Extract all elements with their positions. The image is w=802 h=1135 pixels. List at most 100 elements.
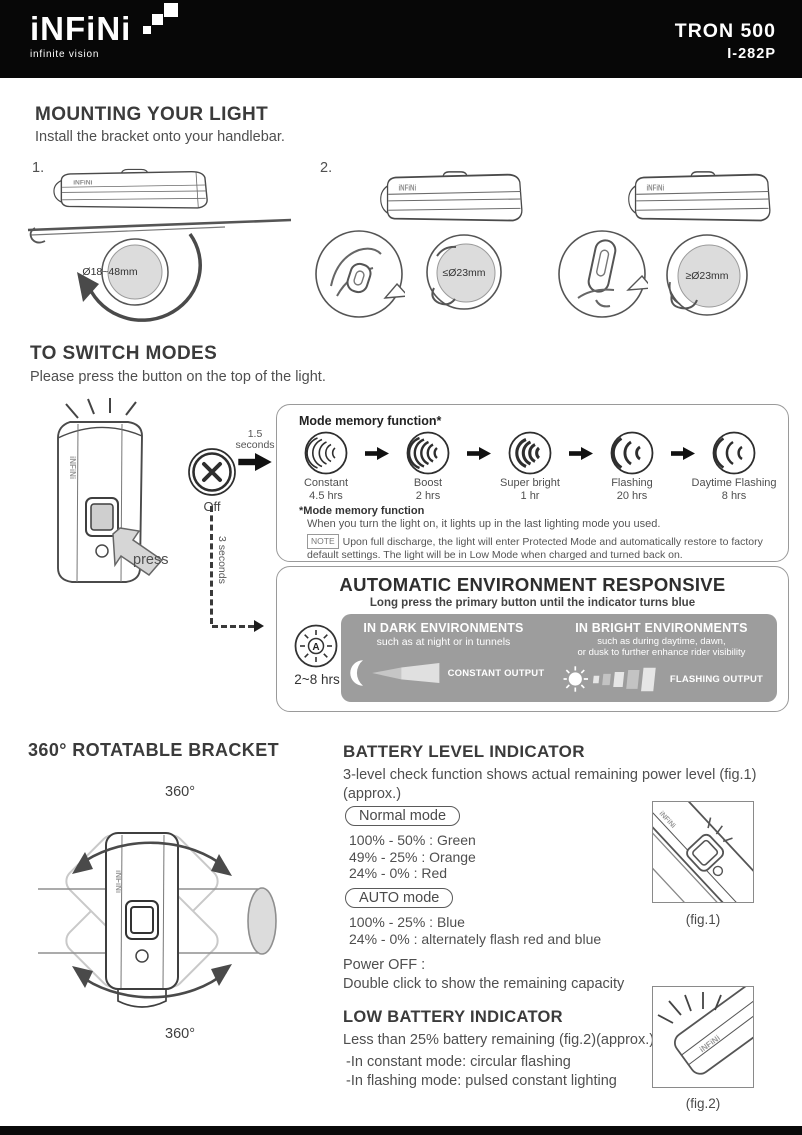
mode-icon-constant [304,431,348,475]
battery-description: 3-level check function shows actual rema… [343,767,757,802]
normal-mode-levels: 100% - 50% : Green 49% - 25% : Orange 24… [349,832,476,882]
dark-title: IN DARK ENVIRONMENTS [363,621,524,635]
bar-large-label: ≥Ø23mm [685,270,729,282]
footer-bar [0,1126,802,1135]
mode-memory-footnote: When you turn the light on, it lights up… [307,518,661,530]
dark-output-label: CONSTANT OUTPUT [447,667,545,679]
low-battery-item: -In flashing mode: pulsed constant light… [346,1072,617,1089]
svg-text:iNFiNi: iNFiNi [646,183,664,193]
environment-panel: IN DARK ENVIRONMENTS such as at night or… [341,614,777,702]
arrow-right-icon [365,447,389,460]
handlebar-circle-small [426,234,502,310]
bright-output-label: FLASHING OUTPUT [669,673,764,685]
fig1-drawing: iNFiNi [616,781,771,941]
mode-daytime-flashing: Daytime Flashing 8 hrs [692,431,777,503]
svg-text:iNFiNi: iNFiNi [114,870,123,893]
brand-logo: iNFiNi infinite vision [30,3,220,72]
logo-pixel-icon [152,14,163,25]
low-battery-title: LOW BATTERY INDICATOR [343,1008,563,1026]
battery-level-row: 100% - 25% : Blue [349,914,465,930]
auto-mode-levels: 100% - 25% : Blue 24% - 0% : alternately… [349,914,601,947]
product-block: TRON 500 I-282P [675,20,776,62]
arrow-right-icon [467,447,491,460]
power-off-note: Power OFF : Double click to show the rem… [343,957,625,992]
bright-title: IN BRIGHT ENVIRONMENTS [575,621,748,635]
step-1-label: 1. [32,160,45,176]
bright-subtitle: such as during daytime, dawn, or dusk to… [577,636,746,658]
auto-runtime-label: 2~8 hrs [294,672,340,687]
arrow-right-icon [671,447,695,460]
mode-memory-box: Mode memory function* Constant 4.5 hrs [276,404,789,562]
switch-modes-subtitle: Please press the button on the top of th… [30,369,326,385]
arrow-head-icon [254,620,264,632]
switch-modes-title: TO SWITCH MODES [30,343,218,364]
bracket-detail-circle [315,230,405,318]
mode-flashing: Flashing 20 hrs [593,431,671,503]
low-battery-item: -In constant mode: circular flashing [346,1054,571,1070]
note-tag: NOTE [307,534,339,549]
dark-environment-column: IN DARK ENVIRONMENTS such as at night or… [341,614,546,702]
mode-super-bright: Super bright 1 hr [491,431,569,503]
mode-icon-daytime-flashing [712,431,756,475]
mode-constant: Constant 4.5 hrs [287,431,365,503]
mode-boost: Boost 2 hrs [389,431,467,503]
fig2-box: iNFiNi [652,967,801,1088]
normal-mode-pill: Normal mode [345,806,461,826]
long-press-label: 3 seconds [216,536,228,584]
brand-tagline: infinite vision [30,49,100,60]
mode-icon-flashing [610,431,654,475]
auto-mode-icon: A [294,624,338,668]
mode-icon-boost [406,431,450,475]
light-side-view: iNFiNi [380,171,523,222]
note-text: Upon full discharge, the light will ente… [307,536,763,561]
svg-text:A: A [312,642,319,653]
fig2-drawing: iNFiNi [657,967,801,1075]
mounting-subtitle: Install the bracket onto your handlebar. [35,129,285,145]
battery-level-row: 49% - 25% : Orange [349,848,476,865]
light-top-view: iNFiNi [57,398,164,583]
auto-mode-pill: AUTO mode [345,888,454,908]
handlebar-circle-large [666,234,748,316]
mode-memory-footnote-title: *Mode memory function [299,505,425,517]
model-number: I-282P [727,46,776,62]
auto-title: AUTOMATIC ENVIRONMENT RESPONSIVE [339,574,726,595]
off-icon [188,448,236,496]
battery-title: BATTERY LEVEL INDICATOR [343,742,585,761]
long-press-dashed-arrow [212,625,254,628]
press-label: press [133,552,169,568]
long-press-dashed-line [210,506,213,624]
arrow-right-icon [569,447,593,460]
strap-diameter-label: Ø18~48mm [82,266,138,278]
arrow-right-icon [238,453,272,471]
low-battery-description: Less than 25% battery remaining (fig.2)(… [343,1032,655,1048]
auto-subtitle: Long press the primary button until the … [369,597,696,609]
short-press-label: 1.5 seconds [235,428,275,451]
header-bar: iNFiNi infinite vision TRON 500 I-282P [0,0,802,78]
fig1-box: iNFiNi [616,781,771,941]
mode-sequence: Constant 4.5 hrs Boost 2 hrs [287,431,778,503]
battery-level-row: 24% - 0% : Red [349,865,448,881]
battery-level-row: 24% - 0% : alternately flash red and blu… [349,930,602,947]
auto-responsive-box: AUTOMATIC ENVIRONMENT RESPONSIVE Long pr… [276,566,789,712]
bar-small-label: ≤Ø23mm [442,267,486,279]
mounting-figure-1: iNFiNi [27,168,292,322]
press-arrow-icon [112,527,164,576]
brand-name: iNFiNi [30,10,132,47]
fig2-label: (fig.2) [685,1096,721,1111]
bracket-detail-circle [558,230,648,318]
logo-pixel-icon [143,26,151,34]
low-battery-items: -In constant mode: circular flashing -In… [346,1053,617,1090]
mode-memory-title: Mode memory function* [299,414,442,428]
rotatable-title: 360° ROTATABLE BRACKET [28,740,280,760]
dark-subtitle: such as at night or in tunnels [376,636,511,648]
bright-environment-column: IN BRIGHT ENVIRONMENTS such as during da… [546,614,777,702]
svg-text:iNFiNi: iNFiNi [73,179,92,186]
angle-bottom-label: 360° [165,1026,195,1042]
product-name: TRON 500 [674,20,776,42]
light-side-view: iNFiNi [628,171,771,222]
angle-top-label: 360° [165,784,195,800]
mounting-title: MOUNTING YOUR LIGHT [35,104,269,125]
mode-icon-super-bright [508,431,552,475]
logo-pixel-icon [164,3,178,17]
